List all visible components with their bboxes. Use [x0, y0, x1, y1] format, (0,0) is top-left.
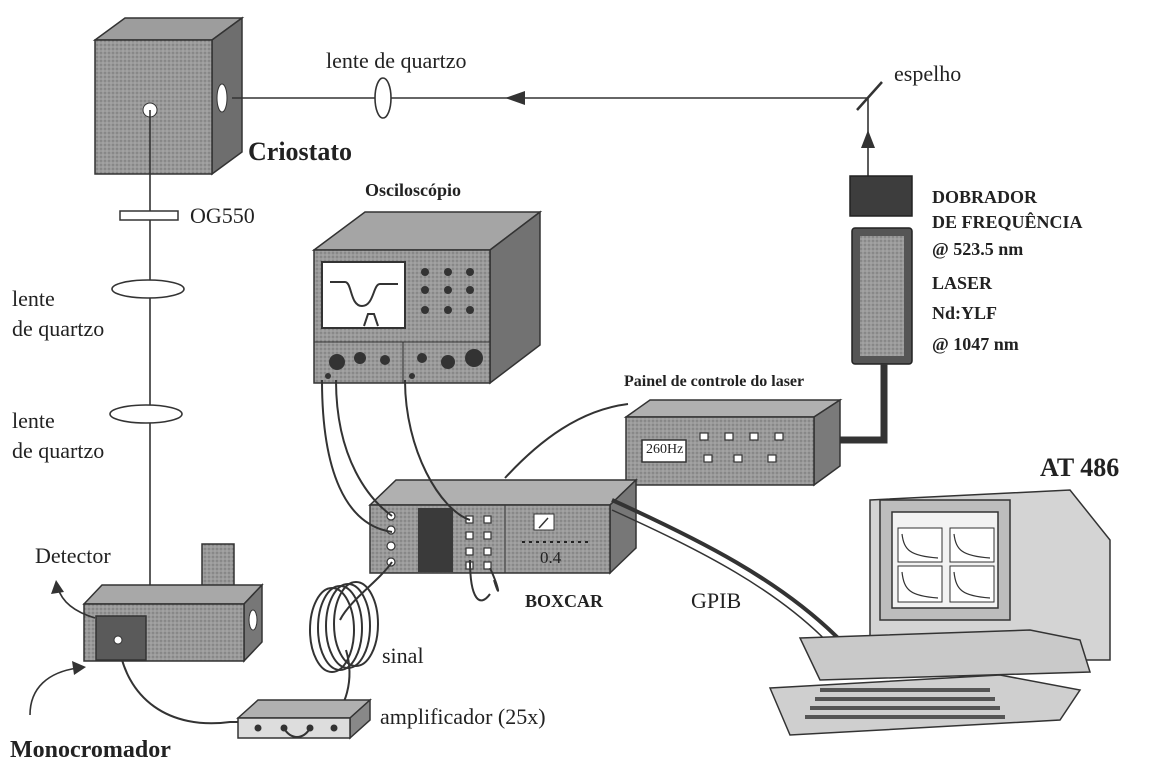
- mirror-label: espelho: [894, 61, 962, 86]
- oscilloscope: [311, 210, 543, 385]
- doubler-label-3: @ 523.5 nm: [932, 239, 1024, 259]
- lens-top-label: lente de quartzo: [326, 48, 467, 73]
- laser-label-1: LASER: [932, 273, 993, 293]
- control-panel-display: 260Hz: [646, 442, 684, 457]
- cryostat-label: Criostato: [248, 137, 352, 166]
- amplifier: [236, 698, 372, 740]
- lens-top: [374, 77, 392, 119]
- lens-2-label-a: lente: [12, 408, 55, 433]
- doubler-label-1: DOBRADOR: [932, 187, 1038, 207]
- laser-label-2: Nd:YLF: [932, 303, 998, 323]
- oscilloscope-label: Osciloscópio: [365, 180, 462, 200]
- control-panel-label: Painel de controle do laser: [624, 373, 805, 390]
- lens-vertical-1: [111, 279, 185, 299]
- lens-vertical-2: [109, 404, 183, 424]
- beam-arrow-up: [861, 130, 875, 148]
- signal-label: sinal: [382, 643, 424, 668]
- doubler-label-2: DE FREQUÊNCIA: [932, 212, 1083, 232]
- boxcar-label: BOXCAR: [525, 591, 604, 611]
- lens-1-label-b: de quartzo: [12, 316, 105, 341]
- amplifier-label: amplificador (25x): [380, 704, 546, 729]
- boxcar-meter-value: 0.4: [540, 548, 562, 567]
- monochromator-label: Monocromador: [10, 737, 171, 763]
- detector-label: Detector: [35, 543, 111, 568]
- monochromator-arrow: [29, 667, 79, 716]
- frequency-doubler: [849, 175, 913, 217]
- lens-2-label-b: de quartzo: [12, 438, 105, 463]
- computer-at486: [768, 489, 1111, 736]
- beam-arrow-left: [505, 91, 525, 105]
- laser-label-3: @ 1047 nm: [932, 334, 1019, 354]
- cables: [117, 379, 842, 725]
- boxcar: [368, 478, 638, 575]
- mirror: [856, 81, 883, 111]
- computer-label: AT 486: [1040, 453, 1120, 482]
- laser-control-panel: [623, 398, 843, 487]
- gpib-label: GPIB: [691, 588, 742, 613]
- cryostat: [92, 16, 245, 176]
- monochromator: [82, 543, 264, 663]
- og550-label: OG550: [190, 203, 255, 228]
- og550-filter: [119, 210, 179, 221]
- signal-coil: [309, 581, 379, 673]
- lens-1-label-a: lente: [12, 286, 55, 311]
- laser-cable: [835, 364, 888, 444]
